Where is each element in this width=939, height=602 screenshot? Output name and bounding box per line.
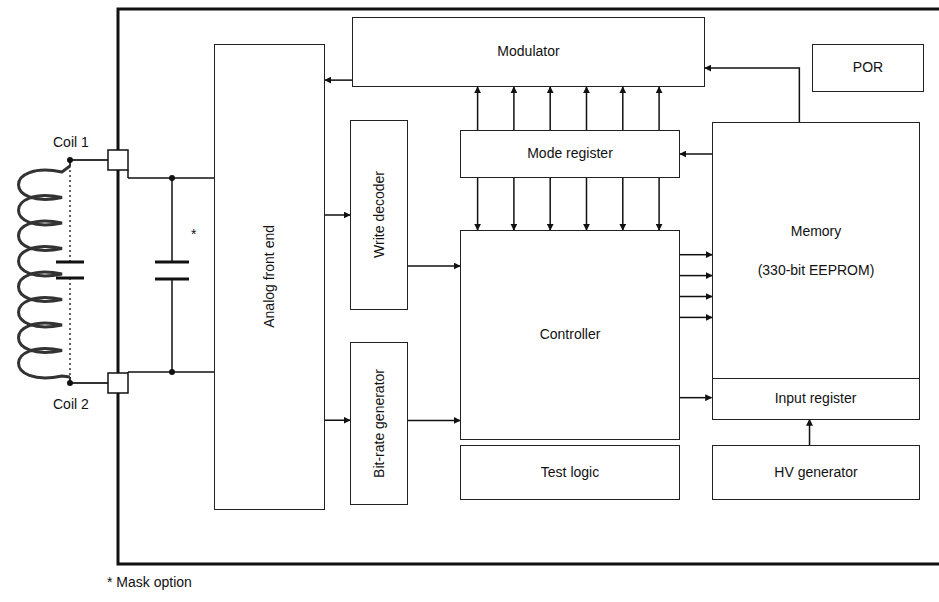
junction-dot bbox=[67, 157, 73, 163]
antenna-coil bbox=[19, 166, 71, 378]
block-label: Controller bbox=[540, 326, 601, 343]
pin-label: Coil 1 bbox=[52, 134, 90, 150]
signal-arrow bbox=[658, 178, 660, 230]
block-label: Mode register bbox=[527, 145, 613, 162]
controller-block: Controller bbox=[460, 230, 680, 440]
mask-option-mark: * bbox=[190, 226, 197, 242]
coil-lead bbox=[70, 160, 108, 383]
junction-dot bbox=[67, 380, 73, 386]
analog-front-end-block: Analog front end bbox=[214, 44, 325, 510]
block-label: Modulator bbox=[497, 43, 559, 60]
signal-arrow bbox=[408, 265, 460, 267]
mode-register-block: Mode register bbox=[460, 130, 680, 178]
signal-arrow bbox=[477, 87, 479, 130]
hv-generator-block: HV generator bbox=[712, 445, 920, 500]
coil-capacitor-wire bbox=[69, 160, 71, 383]
junction-dot bbox=[169, 175, 175, 181]
block-label: Write decoder bbox=[371, 171, 388, 258]
coil-capacitor bbox=[56, 262, 84, 278]
por-block: POR bbox=[812, 44, 924, 92]
bit-rate-generator-block: Bit-rate generator bbox=[350, 342, 408, 505]
signal-arrow bbox=[705, 68, 799, 122]
block-label: Memory bbox=[791, 223, 842, 240]
signal-arrow bbox=[622, 178, 624, 230]
memory-block: Memory (330-bit EEPROM) Input register bbox=[712, 122, 920, 420]
signal-arrow bbox=[586, 178, 588, 230]
signal-arrow bbox=[680, 397, 712, 399]
capacitor-wire bbox=[171, 178, 173, 372]
signal-arrow bbox=[680, 153, 712, 155]
coil-pad bbox=[108, 373, 128, 393]
signal-arrow bbox=[680, 254, 712, 256]
footnote: * Mask option bbox=[106, 574, 193, 590]
block-label: POR bbox=[853, 59, 883, 76]
signal-arrow bbox=[325, 214, 350, 216]
block-label: Input register bbox=[775, 390, 857, 407]
signal-arrow bbox=[408, 420, 460, 422]
block-label: Bit-rate generator bbox=[371, 369, 388, 478]
write-decoder-block: Write decoder bbox=[350, 120, 408, 310]
signal-arrow bbox=[809, 420, 811, 446]
pad-wire bbox=[128, 170, 214, 373]
test-logic-block: Test logic bbox=[460, 445, 680, 500]
signal-arrow bbox=[513, 87, 515, 130]
signal-arrow bbox=[477, 178, 479, 230]
modulator-block: Modulator bbox=[352, 17, 705, 87]
signal-arrow bbox=[622, 87, 624, 130]
block-label: Test logic bbox=[541, 464, 599, 481]
signal-arrow bbox=[513, 178, 515, 230]
signal-arrow bbox=[325, 79, 352, 81]
pin-label: Coil 2 bbox=[52, 396, 90, 412]
signal-arrow bbox=[680, 275, 712, 277]
signal-arrow bbox=[549, 87, 551, 130]
junction-dot bbox=[169, 369, 175, 375]
coil-pad bbox=[108, 150, 128, 170]
signal-arrow bbox=[549, 178, 551, 230]
input-register-block: Input register bbox=[712, 378, 920, 420]
signal-arrow bbox=[325, 419, 350, 421]
capacitor-symbol bbox=[155, 262, 189, 279]
signal-arrow bbox=[658, 87, 660, 130]
chip-outline bbox=[118, 9, 939, 564]
signal-arrow bbox=[680, 296, 712, 298]
signal-arrow bbox=[680, 317, 712, 319]
block-label: Analog front end bbox=[261, 225, 278, 328]
block-label: (330-bit EEPROM) bbox=[758, 262, 875, 279]
signal-arrow bbox=[586, 87, 588, 130]
block-label: HV generator bbox=[774, 464, 857, 481]
